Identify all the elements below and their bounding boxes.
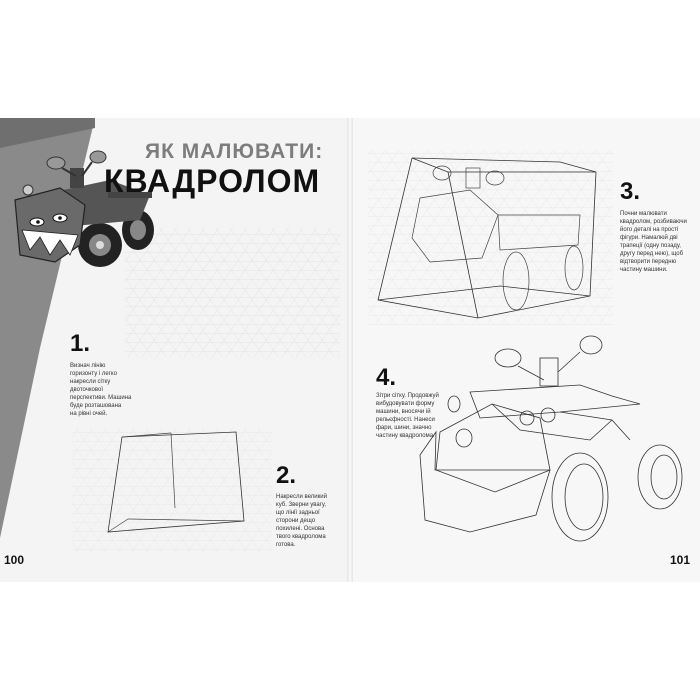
quad-bike-illustration <box>14 150 154 267</box>
step-3-line: відтворити передню <box>620 259 677 265</box>
step-1-line: на рівні очей. <box>70 411 108 417</box>
step-4-line: вибудовувати форму <box>376 401 435 407</box>
step-1-line: перспективи. Машина <box>70 395 132 401</box>
step-4-number: 4. <box>376 364 397 391</box>
step-4-text: Зітри сітку. Продовжуй вибудовувати форм… <box>376 392 456 440</box>
step-4-line: частину квадролома. <box>376 433 435 439</box>
title-line-1: ЯК МАЛЮВАТИ: <box>145 140 324 163</box>
step-1-line: двоточкової <box>70 387 103 393</box>
step-3-line: Почни малювати <box>620 211 667 217</box>
step-3-number: 3. <box>620 178 641 205</box>
step-4-line: Зітри сітку. Продовжуй <box>376 393 439 399</box>
step-4-line: рельєфності. Нанеси <box>376 417 435 423</box>
step-4-line: машини, вносячи ій <box>376 409 431 415</box>
quad-sketch-detailed <box>419 335 683 542</box>
step-3-line: фігури. Намалюй дві <box>620 235 678 241</box>
book-gutter <box>347 118 353 582</box>
step-3-line: його деталі на прості <box>620 227 679 233</box>
step-1-line: накресли сітку <box>70 379 111 385</box>
step-1-line: буде розташована <box>70 403 122 409</box>
title-line-2: КВАДРОЛОМ <box>104 163 321 199</box>
quad-sketch-shapes <box>368 150 613 325</box>
step-3-line: трапеції (одну позаду, <box>620 243 681 249</box>
step-2-text: Накресли великий куб. Зверни увагу, що л… <box>276 493 348 549</box>
step-2-line: готова. <box>276 542 296 548</box>
step-4-line: фари, шини, значно <box>376 425 432 431</box>
step-2-line: похилені. Основа <box>276 526 325 532</box>
step-2-line: Накресли великий <box>276 494 327 500</box>
page-number-right: 101 <box>670 553 691 567</box>
step-1-text: Визнач лінію горизонту і легко накресли … <box>70 362 145 418</box>
cube-sketch <box>72 428 272 553</box>
step-2-line: твого квадролома <box>276 534 326 540</box>
page-number-left: 100 <box>4 553 25 567</box>
step-3-text: Почни малювати квадролом, розбиваючи йог… <box>620 210 698 274</box>
step-1-number: 1. <box>70 330 91 357</box>
step-1-line: Визнач лінію <box>70 363 106 369</box>
step-3-line: другу перед нею), щоб <box>620 251 684 257</box>
step-2-number: 2. <box>276 462 297 489</box>
step-2-line: що лінії задньої <box>276 510 320 516</box>
step-3-line: квадролом, розбиваючи <box>620 219 687 225</box>
perspective-grid <box>125 228 340 358</box>
step-2-line: куб. Зверни увагу, <box>276 502 326 508</box>
step-3-line: частину машини. <box>620 267 668 273</box>
step-2-line: сторони дещо <box>276 518 316 524</box>
step-1-line: горизонту і легко <box>70 371 117 377</box>
